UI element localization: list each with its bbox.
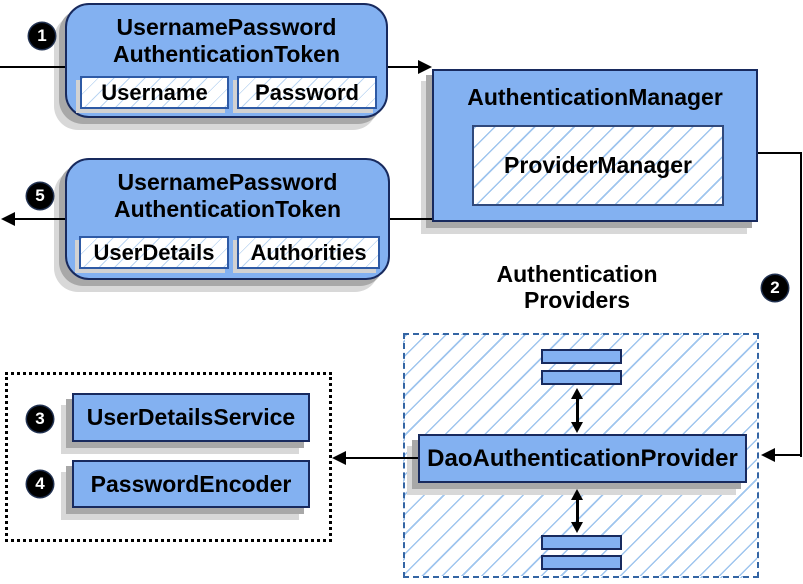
user-details-service-box: UserDetailsService	[72, 393, 310, 442]
arrowhead-right-icon	[418, 60, 432, 74]
arrowhead-up-icon	[571, 489, 583, 500]
arrowhead-up-icon	[571, 388, 583, 399]
double-arrow-icon	[576, 396, 579, 426]
flow-line-response-out	[14, 218, 65, 220]
step-badge-1: 1	[29, 23, 55, 49]
username-password-token-response-box: UsernamePassword AuthenticationToken Use…	[65, 158, 390, 280]
arrowhead-left-icon	[1, 212, 15, 226]
flow-line-request-in	[0, 66, 65, 68]
provider-stack-bar	[541, 349, 622, 364]
arrowhead-left-icon	[332, 451, 346, 465]
arrowhead-left-icon	[761, 448, 775, 462]
token-request-title-line2: AuthenticationToken	[112, 41, 340, 67]
username-password-token-request-box: UsernamePassword AuthenticationToken Use…	[65, 3, 388, 118]
flow-line-step2-bottom	[775, 454, 802, 456]
authentication-providers-label: Authentication Providers	[442, 261, 712, 313]
field-userdetails: UserDetails	[79, 236, 229, 269]
step-badge-3: 3	[27, 406, 53, 432]
field-authorities: Authorities	[237, 236, 380, 269]
double-arrow-icon	[576, 497, 579, 525]
provider-stack-bar	[541, 555, 622, 570]
flow-line-step2-top	[758, 152, 802, 154]
authentication-manager-title: AuthenticationManager	[467, 84, 723, 110]
flow-line-dao-to-services	[346, 457, 418, 459]
flow-line-token-to-manager	[388, 66, 420, 68]
token-response-title-line2: AuthenticationToken	[113, 196, 341, 222]
field-username: Username	[80, 76, 229, 109]
dao-authentication-provider-box: DaoAuthenticationProvider	[418, 434, 747, 483]
field-password: Password	[237, 76, 377, 109]
password-encoder-box: PasswordEncoder	[72, 460, 310, 508]
token-response-title-line1: UsernamePassword	[117, 169, 338, 195]
arrowhead-down-icon	[571, 522, 583, 533]
step-badge-5: 5	[27, 183, 53, 209]
provider-manager-box: ProviderManager	[472, 125, 724, 206]
provider-stack-bar	[541, 370, 622, 385]
flow-line-manager-to-response	[390, 218, 432, 220]
step-badge-4: 4	[27, 471, 53, 497]
token-request-title-line1: UsernamePassword	[116, 14, 337, 40]
provider-stack-bar	[541, 535, 622, 550]
arrowhead-down-icon	[571, 422, 583, 433]
providers-label-line2: Providers	[523, 287, 631, 313]
flow-line-step2-vertical	[800, 152, 802, 457]
authentication-manager-box: AuthenticationManager ProviderManager	[432, 69, 758, 222]
step-badge-2: 2	[762, 275, 788, 301]
providers-label-line1: Authentication	[496, 261, 658, 287]
